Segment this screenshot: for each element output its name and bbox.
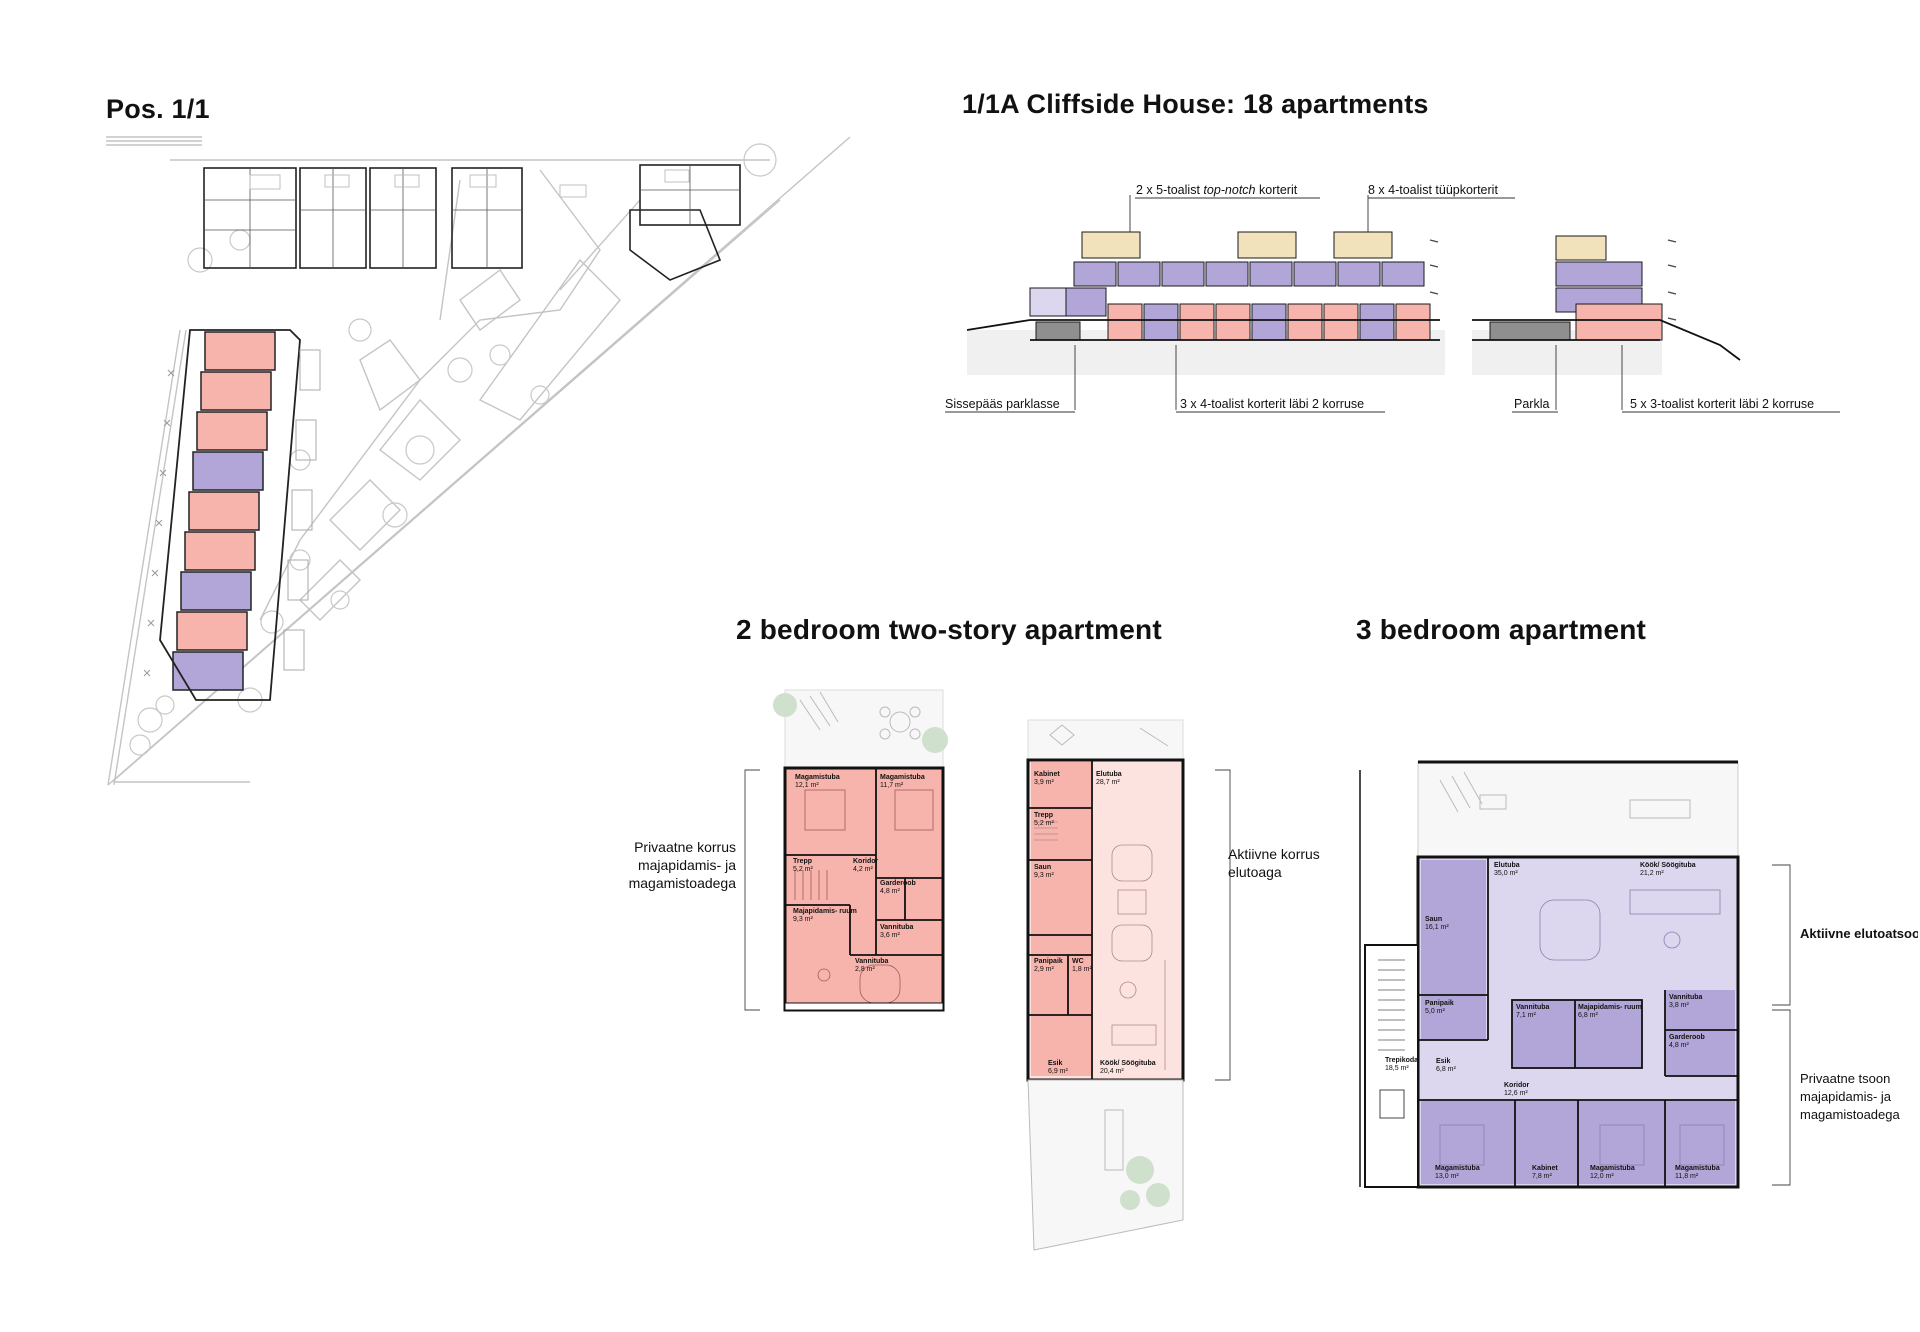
- section-apartment: [1029, 287, 1071, 317]
- section-apartment: [1337, 261, 1381, 287]
- label-three-room-apartments: 5 x 3-toalist korterit läbi 2 korruse: [1630, 397, 1815, 411]
- label-two-floor-apartments: 3 x 4-toalist korterit läbi 2 korruse: [1180, 397, 1365, 411]
- section-penthouse: [1237, 231, 1297, 259]
- label-parking: Parkla: [1514, 397, 1550, 411]
- section-apartment: [1205, 261, 1249, 287]
- section-apartment: [1073, 261, 1117, 287]
- section-two-floor-apartment: [1215, 303, 1251, 341]
- section-two-floor-apartment: [1359, 303, 1395, 341]
- section-apartment: [1161, 261, 1205, 287]
- note-active-floor: Aktiivne korrus elutoaga: [1228, 846, 1320, 880]
- section-apartment: [1381, 261, 1425, 287]
- site-unit: [172, 651, 244, 691]
- section-apartment: [1575, 303, 1663, 341]
- label-top-notch: 2 x 5-toalist top-notch korterit: [1136, 183, 1298, 197]
- section-penthouse: [1333, 231, 1393, 259]
- section-two-floor-apartment: [1287, 303, 1323, 341]
- section-penthouse: [1555, 235, 1607, 261]
- section-two-floor-apartment: [1395, 303, 1431, 341]
- label-typical-apartments: 8 x 4-toalist tüüpkorterit: [1368, 183, 1498, 197]
- site-unit: [176, 611, 248, 651]
- two-bedroom-title: 2 bedroom two-story apartment: [736, 614, 1162, 645]
- section-apartment: [1249, 261, 1293, 287]
- note-private-floor: Privaatne korrus majapidamis- ja magamis…: [628, 839, 736, 891]
- section-title: 1/1A Cliffside House: 18 apartments: [962, 89, 1429, 119]
- section-apartment: [1117, 261, 1161, 287]
- site-unit: [196, 411, 268, 451]
- section-two-floor-apartment: [1179, 303, 1215, 341]
- label-parking-entrance: Sissepääs parklasse: [945, 397, 1060, 411]
- site-unit: [204, 331, 276, 371]
- section-two-floor-apartment: [1143, 303, 1179, 341]
- section-two-floor-apartment: [1107, 303, 1143, 341]
- site-unit: [184, 531, 256, 571]
- section-apartment: [1293, 261, 1337, 287]
- note-active-zone: Aktiivne elutoatsoon: [1800, 926, 1918, 941]
- site-unit: [188, 491, 260, 531]
- section-penthouse: [1081, 231, 1141, 259]
- section-two-floor-apartment: [1251, 303, 1287, 341]
- section-apartment: [1065, 287, 1107, 317]
- three-bedroom-title: 3 bedroom apartment: [1356, 614, 1647, 645]
- site-unit: [180, 571, 252, 611]
- site-plan-title: Pos. 1/1: [106, 94, 210, 124]
- section-apartment: [1555, 261, 1643, 287]
- note-private-zone: Privaatne tsoon majapidamis- ja magamist…: [1800, 1071, 1900, 1122]
- site-unit: [192, 451, 264, 491]
- site-unit: [200, 371, 272, 411]
